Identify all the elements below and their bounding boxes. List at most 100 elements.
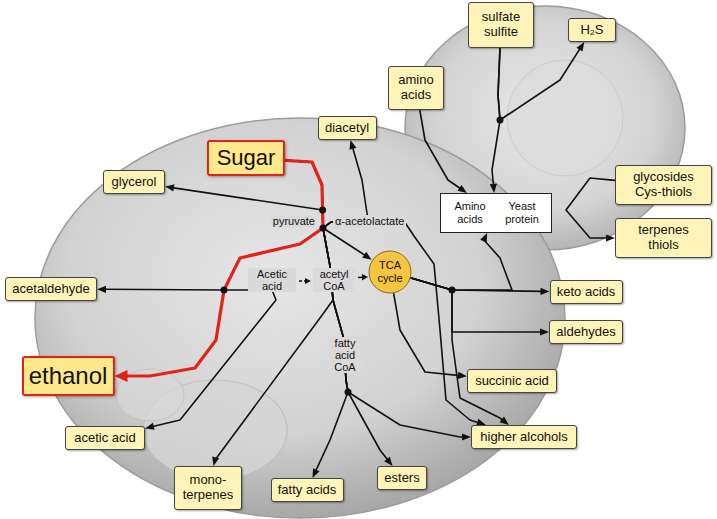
pathway-arrow: [420, 110, 467, 193]
connector-line: [411, 239, 512, 290]
node-text: fatty acids: [278, 483, 337, 498]
pathway-arrow: [411, 278, 549, 336]
bud-cell: [405, 6, 685, 250]
node-text: sulfate sulfite: [473, 10, 529, 40]
node-text: higher alcohols: [480, 430, 567, 445]
arrow-head: [540, 328, 549, 335]
node-text: aldehydes: [556, 325, 615, 340]
metabolite-box: acetic acid: [65, 426, 145, 450]
protein-box: Amino acidsYeast protein: [440, 193, 552, 233]
node-text: ethanol: [29, 362, 108, 390]
metabolite-box: H₂S: [568, 18, 616, 42]
metabolite-box: diacetyl: [318, 116, 377, 140]
main-metabolite-box: ethanol: [22, 356, 115, 396]
metabolite-box: sulfate sulfite: [468, 2, 534, 48]
tca-circle: TCA cycle: [368, 250, 412, 294]
connector-line: [411, 278, 503, 421]
arrow-head: [540, 288, 549, 295]
pathway-arrow: [411, 233, 512, 290]
connector-line: [285, 160, 464, 437]
arrow-head: [458, 372, 467, 379]
metabolite-box: succinic acid: [467, 369, 557, 393]
node-text: acetic acid: [74, 431, 135, 446]
arrow-head: [384, 457, 392, 466]
connector-line: [215, 160, 333, 461]
pathway-arrow: [566, 178, 615, 242]
connector-line: [411, 278, 542, 332]
metabolite-box: amino acids: [388, 66, 444, 110]
connector-line: [152, 160, 323, 426]
pathway-label: pyruvate: [271, 215, 317, 227]
junction-dot: [319, 207, 326, 214]
arrow-head: [480, 233, 487, 243]
pathway-arrow: [394, 294, 467, 379]
metabolite-box: esters: [377, 466, 427, 490]
main-metabolite-box: Sugar: [207, 140, 285, 176]
node-text: esters: [384, 471, 419, 486]
metabolite-box: keto acids: [550, 280, 623, 304]
metabolite-box: glycerol: [103, 170, 165, 194]
node-text: glycosides Cys-thiols: [628, 170, 700, 200]
pathway-arrow: [498, 42, 584, 120]
pathway-arrow: [97, 160, 323, 293]
pathway-label: fatty acid CoA: [328, 337, 362, 373]
arrow-head: [165, 184, 174, 191]
junction-dot: [221, 287, 228, 294]
junction-dot: [449, 287, 456, 294]
pathway-label: Acetic acid: [248, 268, 296, 292]
connector-line: [498, 48, 581, 120]
arrow-head: [313, 468, 320, 478]
circle-shape: [369, 251, 411, 293]
metabolite-box: acetaldehyde: [5, 277, 97, 301]
arrow-head: [212, 456, 219, 466]
metabolite-box: glycosides Cys-thiols: [615, 165, 712, 205]
yeast-cell: [35, 118, 565, 518]
junction-dot: [320, 225, 327, 232]
arrow-head: [462, 433, 471, 440]
node-text: Yeast protein: [499, 200, 545, 225]
metabolite-box: aldehydes: [549, 320, 623, 344]
metabolite-box: fatty acids: [271, 478, 344, 502]
pathway-arrow: [285, 160, 393, 466]
junction-dot: [497, 117, 504, 124]
junction-dot: [345, 389, 352, 396]
node-text: succinic acid: [475, 374, 549, 389]
node-text: keto acids: [557, 285, 616, 300]
dashed-arrow-line: [299, 280, 306, 282]
connector-line: [285, 160, 348, 471]
node-text: Amino acids: [447, 200, 493, 225]
connector-line: [566, 178, 615, 238]
arrow-head: [606, 234, 615, 241]
bud-nucleus: [507, 60, 623, 176]
arrow-head: [362, 252, 371, 260]
arrow-head: [115, 370, 128, 382]
arrow-head: [576, 42, 584, 52]
metabolite-box: terpenes thiols: [615, 218, 712, 258]
pathway-label: α-acetolactate: [333, 215, 406, 227]
arrow-head: [490, 184, 497, 193]
node-text: amino acids: [393, 73, 439, 103]
node-text: H₂S: [580, 23, 603, 38]
metabolite-box: higher alcohols: [471, 425, 577, 449]
node-text: Sugar: [217, 145, 276, 170]
node-text: terpenes thiols: [628, 223, 700, 253]
arrow-head: [305, 278, 311, 284]
pathway-arrow: [212, 160, 333, 466]
pathway-arrow: [411, 278, 509, 425]
arrow-head: [500, 417, 509, 425]
node-text: mono-terpenes: [179, 473, 237, 503]
arrow-head: [349, 140, 356, 150]
arrow-head: [362, 274, 368, 281]
connector-line: [394, 294, 460, 376]
arrow-head: [457, 185, 466, 193]
pathway-label: acetyl CoA: [313, 268, 355, 292]
node-text: diacetyl: [325, 121, 369, 136]
metabolite-box: mono-terpenes: [174, 466, 242, 510]
node-text: TCA cycle: [373, 259, 407, 284]
arrow-head: [145, 423, 155, 430]
pathway-arrow: [145, 160, 323, 429]
arrow-head: [97, 286, 106, 293]
node-text: glycerol: [112, 175, 157, 190]
pathway-arrow: [411, 278, 549, 295]
